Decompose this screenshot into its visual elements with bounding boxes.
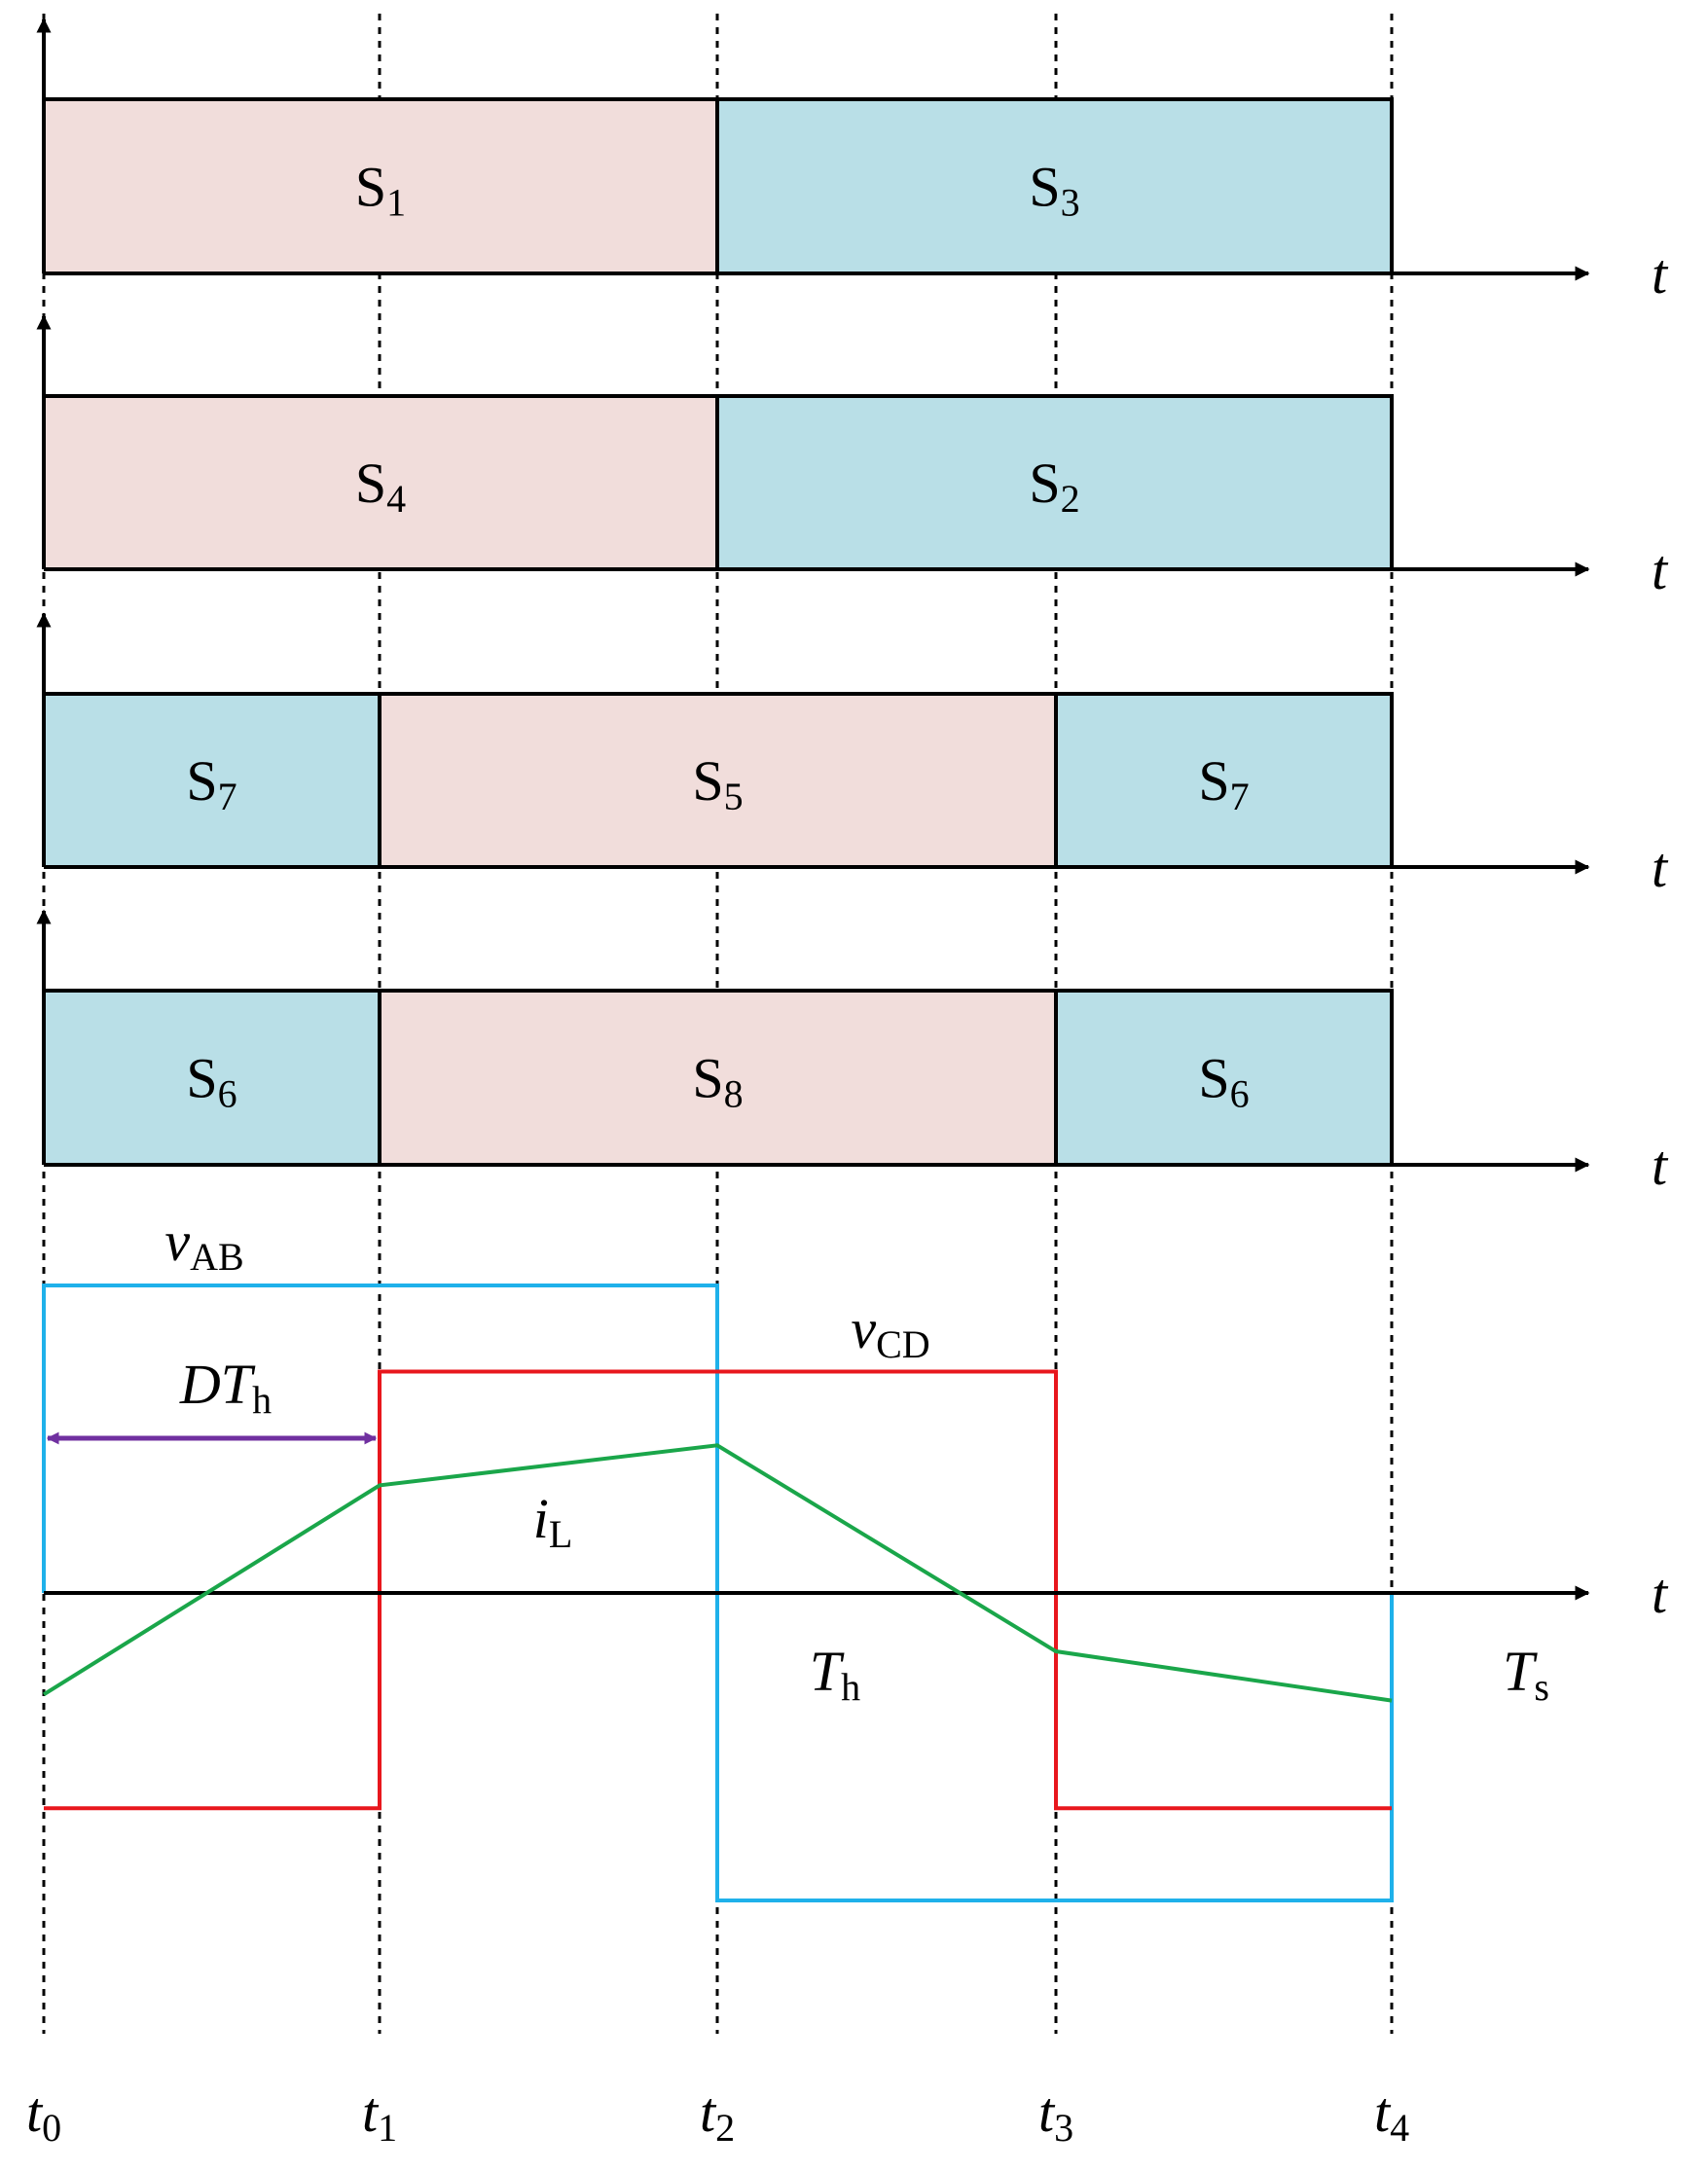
time-axis-label: t — [1652, 1134, 1669, 1197]
t-h-label-sub: h — [841, 1665, 860, 1709]
t-s-label-main: T — [1503, 1640, 1538, 1703]
time-instant-t0-main: t — [26, 2080, 44, 2144]
t-h-label-main: T — [810, 1640, 845, 1703]
gate-segment — [717, 396, 1392, 569]
gate-segment — [44, 99, 717, 273]
gate-label-sub: 6 — [218, 1072, 237, 1116]
v-cd-waveform — [44, 1369, 1392, 1811]
i-l-label: iL — [533, 1487, 573, 1556]
gate-label-main: S — [692, 1047, 723, 1110]
time-axis-label: t — [1652, 242, 1669, 306]
gate-label-main: S — [1029, 156, 1060, 219]
gate-label-sub: 6 — [1230, 1072, 1250, 1116]
v-cd-label-main: v — [851, 1297, 876, 1360]
gate-label: S1 — [355, 156, 406, 225]
gate-segment — [380, 694, 1056, 867]
gate-label: S5 — [692, 749, 743, 818]
gate-label-sub: 7 — [218, 775, 237, 818]
t-h-label: Th — [810, 1640, 860, 1709]
v-ab-label-sub: AB — [190, 1235, 244, 1279]
gate-label: S3 — [1029, 156, 1079, 225]
t-s-label-sub: s — [1534, 1665, 1549, 1709]
gate-segment — [1056, 991, 1392, 1165]
gate-segment — [44, 991, 380, 1165]
gate-label-sub: 5 — [724, 775, 744, 818]
i-l-label-sub: L — [549, 1512, 572, 1556]
time-instant-t3-main: t — [1038, 2080, 1056, 2144]
time-instant-t0-sub: 0 — [42, 2106, 61, 2150]
gate-segment — [44, 694, 380, 867]
dt-h-label: DTh — [179, 1353, 272, 1422]
gate-label-main: S — [1198, 1047, 1229, 1110]
gate-label-main: S — [692, 749, 723, 813]
gate-label: S4 — [355, 452, 406, 521]
gate-segment — [717, 99, 1392, 273]
i-l-waveform — [42, 1443, 1393, 1703]
gate-label-main: S — [355, 156, 386, 219]
time-axis-label: t — [1652, 538, 1669, 601]
gate-label-sub: 1 — [386, 181, 406, 225]
time-axis-label: t — [1652, 1562, 1669, 1625]
gate-label-main: S — [1198, 749, 1229, 813]
time-instant-t4: t4 — [1374, 2080, 1409, 2150]
gate-segment — [380, 991, 1056, 1165]
gate-label-main: S — [186, 1047, 217, 1110]
gate-segment — [1056, 694, 1392, 867]
gate-label: S8 — [692, 1047, 743, 1116]
gate-label-sub: 4 — [386, 477, 406, 521]
v-cd-label: vCD — [851, 1297, 929, 1366]
gate-label-main: S — [355, 452, 386, 515]
time-axis-label: t — [1652, 836, 1669, 899]
gate-label: S6 — [1198, 1047, 1249, 1116]
i-l-label-main: i — [533, 1487, 549, 1550]
gate-segment — [44, 396, 717, 569]
time-instant-t0: t0 — [26, 2080, 61, 2150]
gate-label: S6 — [186, 1047, 236, 1116]
time-instant-t3-sub: 3 — [1054, 2106, 1073, 2150]
time-instant-t2: t2 — [700, 2080, 735, 2150]
time-instant-t3: t3 — [1038, 2080, 1073, 2150]
time-instant-t1-main: t — [362, 2080, 380, 2144]
time-instant-t4-sub: 4 — [1390, 2106, 1409, 2150]
v-ab-label: vAB — [164, 1210, 243, 1279]
gate-label-main: S — [186, 749, 217, 813]
dt-h-label-sub: h — [252, 1378, 272, 1422]
gate-label-sub: 2 — [1061, 477, 1080, 521]
gate-label-sub: 3 — [1061, 181, 1080, 225]
time-instant-t1-sub: 1 — [378, 2106, 397, 2150]
gate-label: S7 — [1198, 749, 1249, 818]
gate-label: S7 — [186, 749, 236, 818]
time-instant-t2-sub: 2 — [715, 2106, 735, 2150]
gate-label-main: S — [1029, 452, 1060, 515]
v-ab-label-main: v — [164, 1210, 190, 1273]
time-instant-t1: t1 — [362, 2080, 397, 2150]
gate-label-sub: 8 — [724, 1072, 744, 1116]
gate-label: S2 — [1029, 452, 1079, 521]
time-instant-t4-main: t — [1374, 2080, 1392, 2144]
v-cd-label-sub: CD — [876, 1322, 930, 1366]
gate-label-sub: 7 — [1230, 775, 1250, 818]
time-instant-t2-main: t — [700, 2080, 717, 2144]
dt-h-label-main: DT — [179, 1353, 256, 1416]
t-s-label: Ts — [1503, 1640, 1549, 1709]
